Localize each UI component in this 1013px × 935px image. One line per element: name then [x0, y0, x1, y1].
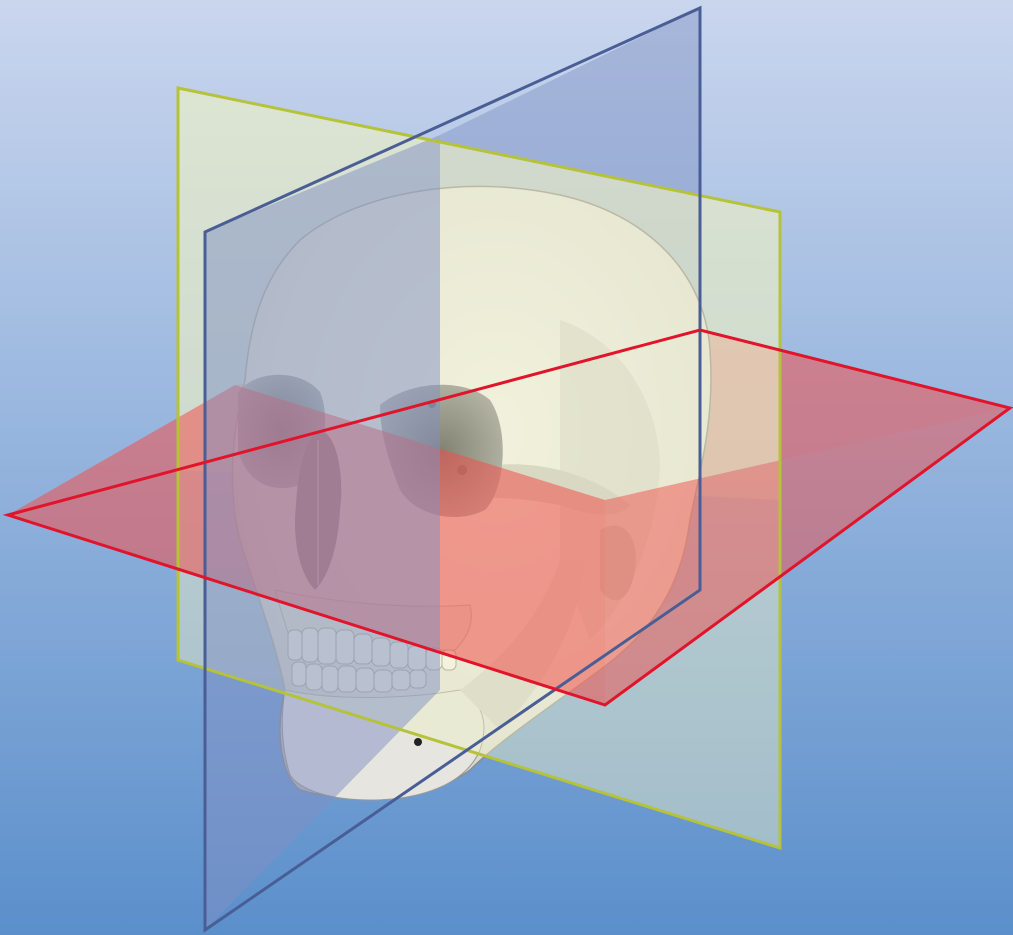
anatomical-planes-figure: [0, 0, 1013, 935]
